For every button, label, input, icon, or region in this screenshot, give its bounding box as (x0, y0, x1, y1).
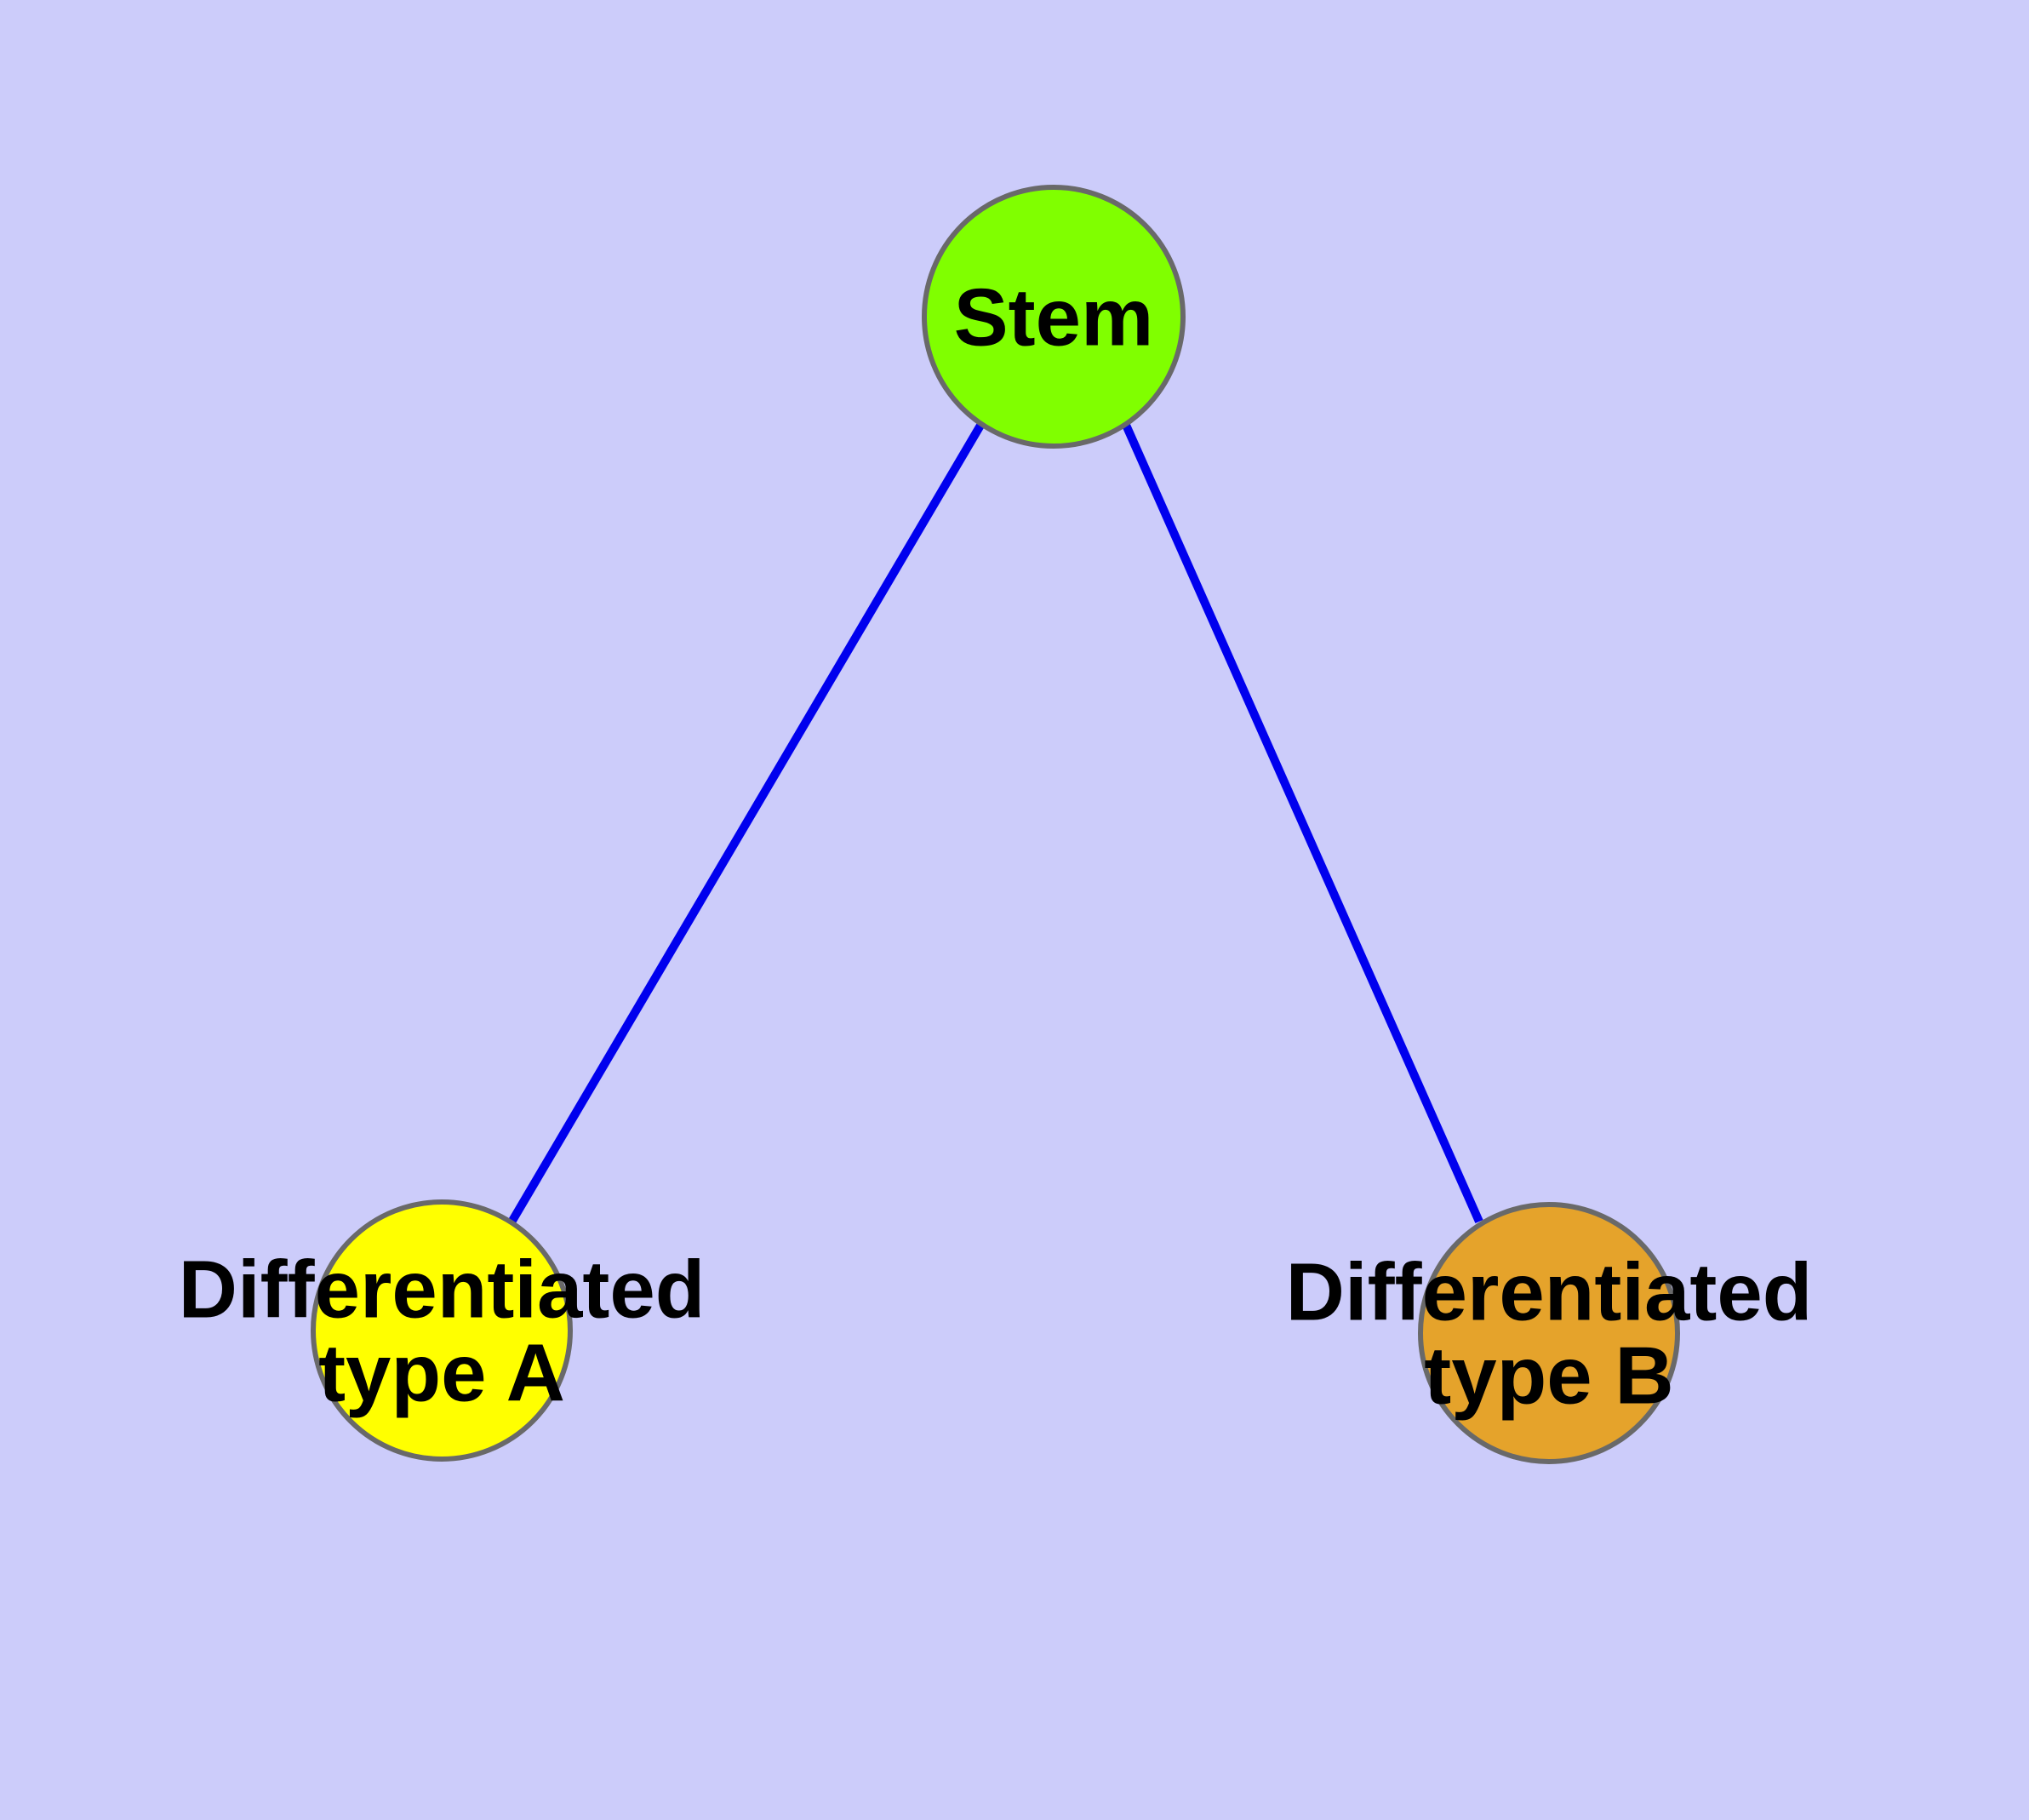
node-label-line: type A (318, 1328, 565, 1419)
node-label-line: Stem (954, 272, 1154, 363)
node-label-line: Differentiated (1286, 1247, 1813, 1338)
node-circle-stem[interactable] (922, 185, 1186, 449)
graph-edge-stem-to-diff-b[interactable] (1121, 421, 1483, 1224)
edges-layer (508, 421, 1483, 1224)
graph-edge-stem-to-diff-a[interactable] (508, 421, 986, 1223)
graph-node-stem[interactable]: Stem (922, 185, 1186, 449)
node-label-line: Differentiated (179, 1245, 706, 1336)
node-circle-diff_a[interactable] (311, 1199, 573, 1462)
node-circle-diff_b[interactable] (1418, 1202, 1680, 1464)
node-label-line: type B (1424, 1331, 1673, 1422)
node-label-stem: Stem (954, 272, 1154, 363)
